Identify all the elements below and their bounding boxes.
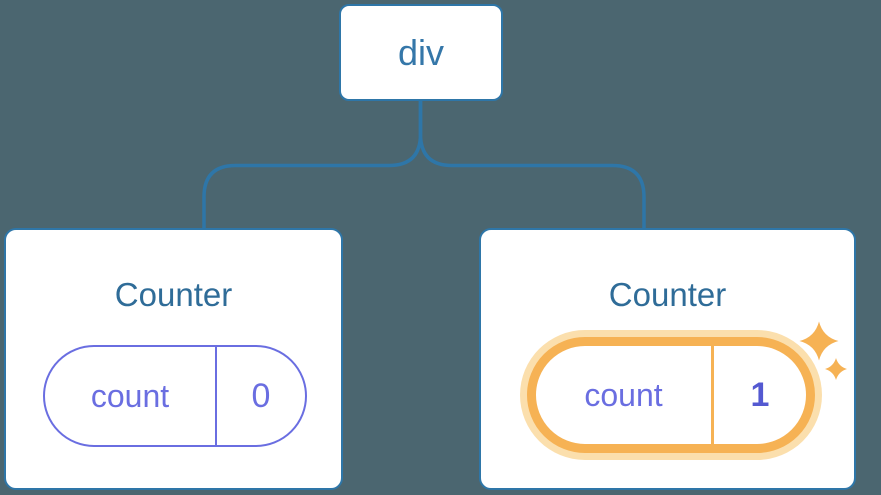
root-node-label: div (397, 31, 445, 73)
counter-card-right: Counter count 1 (479, 228, 856, 490)
sparkle-large (799, 321, 839, 361)
connector-left-branch (202, 101, 423, 229)
counter-card-left: Counter count 0 (4, 228, 343, 490)
counter-card-left-title: Counter (114, 276, 233, 313)
sparkle-small (825, 358, 847, 380)
state-key-label: count (584, 376, 663, 413)
root-node-div: div (339, 4, 503, 101)
state-pill-left: count 0 (43, 345, 307, 447)
counter-card-right-title: Counter (608, 276, 727, 313)
sparkles-icon (799, 321, 847, 380)
connector-right-branch (418, 101, 646, 229)
state-key-label: count (90, 377, 170, 414)
state-value-label: 0 (215, 347, 305, 445)
state-pill-right-highlighted: count 1 (527, 337, 815, 453)
state-value-label: 1 (711, 346, 806, 444)
